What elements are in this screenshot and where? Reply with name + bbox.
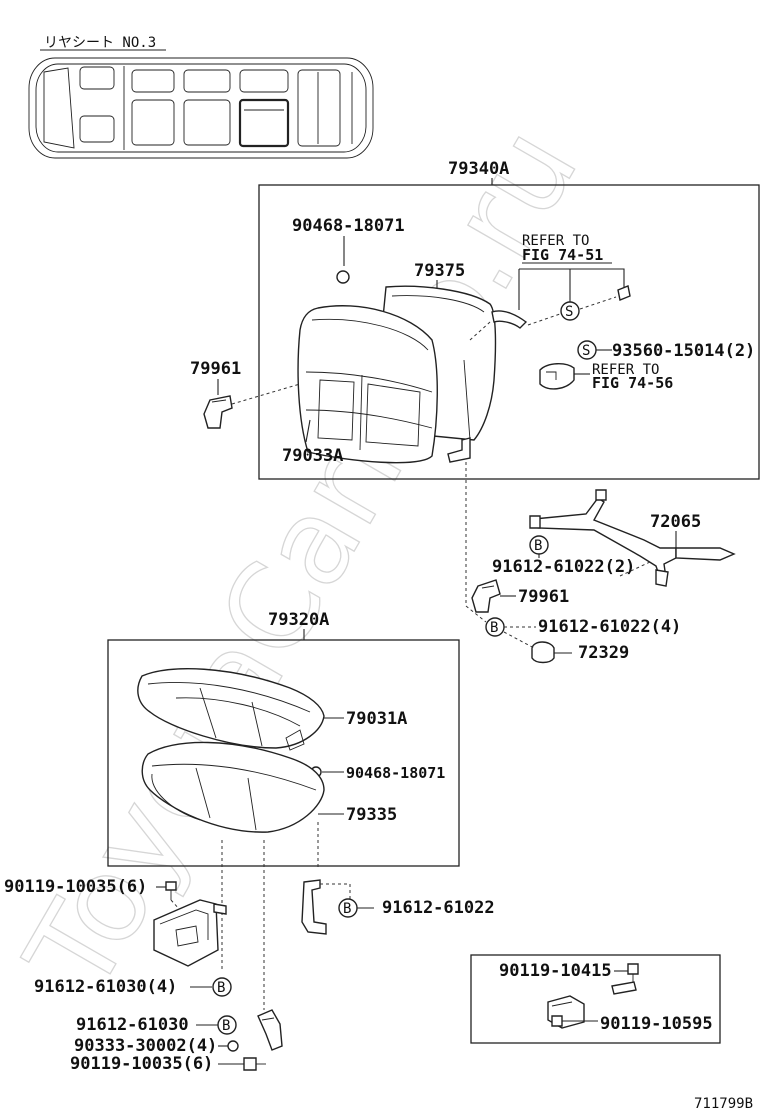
lower-bracket-right (301, 879, 327, 935)
hinge-cover-left (203, 395, 233, 429)
screw-a-part (165, 881, 177, 900)
label-bolt-b: 91612-61022(4) (538, 617, 681, 637)
refer-fig-top: FIG 74-51 (522, 246, 603, 264)
seat-cushion-pad (141, 741, 325, 833)
label-cover-right: 79961 (518, 587, 569, 607)
label-back-cover: 79033A (282, 446, 343, 466)
lower-hinge (257, 1009, 283, 1051)
back-assembly-box (258, 184, 760, 480)
seat-back-cover (297, 305, 438, 464)
label-screw-b: 90119-10035(6) (70, 1054, 213, 1074)
figure-id: 711799B (694, 1096, 753, 1112)
refer-text-top: REFER TO (522, 233, 589, 249)
label-inset-screw-b: 90119-10595 (600, 1014, 713, 1034)
label-screw-a: 90119-10035(6) (4, 877, 147, 897)
screw-b-part (243, 1057, 266, 1071)
label-bolt-lower-c: 91612-61030 (76, 1015, 189, 1035)
cushion-assembly-box (107, 639, 460, 867)
label-bolt-lower-a: 91612-61022 (382, 898, 495, 918)
seat-title: リヤシート NO.3 (44, 35, 156, 51)
label-frame: 79375 (414, 261, 465, 281)
lower-bracket-left (153, 899, 227, 967)
label-back-clip: 90468-18071 (292, 216, 405, 236)
clip-part (336, 270, 350, 284)
b-symbol-2: B (490, 620, 498, 636)
vehicle-layout-icon (28, 57, 374, 159)
seat-cushion-cover (137, 668, 325, 751)
headrest-support (491, 285, 631, 329)
b-symbol-circle-5 (217, 1015, 237, 1035)
s-symbol-circle (560, 301, 580, 321)
label-bushing: 72329 (578, 643, 629, 663)
b-symbol-5: B (222, 1018, 230, 1034)
b-symbol-1: B (534, 538, 542, 554)
label-inset-screw-a: 90119-10415 (499, 961, 612, 981)
inset-screw-b-part (551, 1015, 580, 1027)
refer-text-mid: REFER TO (592, 362, 659, 378)
label-back-assembly: 79340A (448, 159, 509, 179)
label-cushion-assembly: 79320A (268, 610, 329, 630)
washer-part (227, 1040, 239, 1052)
inset-box (470, 954, 721, 1044)
label-s-part: 93560-15014(2) (612, 341, 755, 361)
refer-fig-mid: FIG 74-56 (592, 374, 673, 392)
hinge-cover-right (471, 579, 501, 613)
label-bolt-a: 91612-61022(2) (492, 557, 635, 577)
label-cover-left: 79961 (190, 359, 241, 379)
bushing-part (531, 641, 555, 664)
label-cushion-clip: 90468-18071 (346, 764, 445, 782)
s-symbol: S (565, 304, 573, 320)
label-cushion-pad: 79335 (346, 805, 397, 825)
label-washer: 90333-30002(4) (74, 1036, 217, 1056)
label-bracket: 72065 (650, 512, 701, 532)
label-bolt-lower-b: 91612-61030(4) (34, 977, 177, 997)
seat-bracket (529, 489, 736, 587)
b-symbol-3: B (343, 901, 351, 917)
inset-screw-a-part (627, 963, 639, 984)
b-symbol-4: B (217, 980, 225, 996)
label-cushion-cover: 79031A (346, 709, 407, 729)
lock-assembly (539, 363, 575, 390)
s-symbol-2: S (582, 343, 590, 359)
b-symbol-circle-4 (212, 977, 232, 997)
